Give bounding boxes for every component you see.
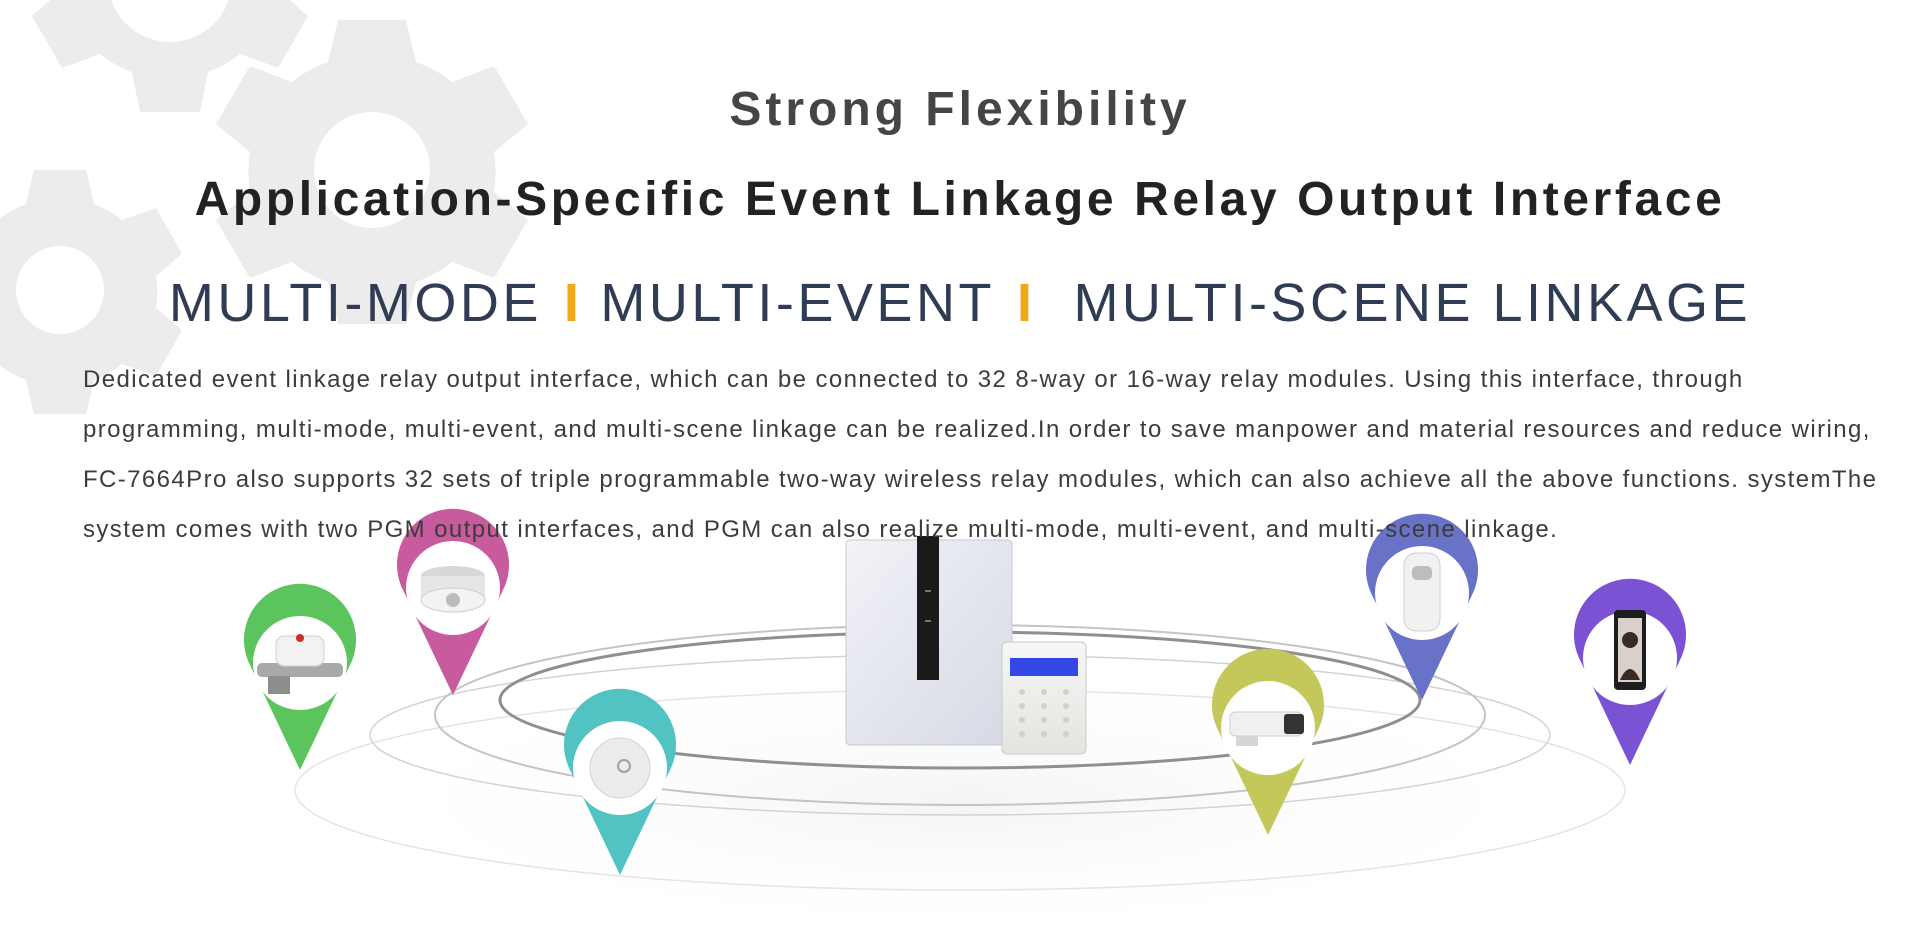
face-terminal-icon xyxy=(1614,610,1646,690)
tagline-separator: I xyxy=(1016,273,1036,333)
page-title: Application-Specific Event Linkage Relay… xyxy=(194,173,1726,226)
gear-icon xyxy=(0,0,528,414)
pin-water-valve xyxy=(244,583,357,770)
camera-icon xyxy=(1229,711,1304,746)
pin-sensor-puck xyxy=(563,688,676,875)
sensor-puck-icon xyxy=(589,737,651,799)
keypad-icon xyxy=(1001,641,1087,755)
section-eyebrow-title: Strong Flexibility xyxy=(729,83,1191,136)
tagline-multi-event: MULTI-EVENT xyxy=(600,273,995,333)
pin-smoke-detector xyxy=(397,508,509,695)
tagline-multi-mode: MULTI-MODE xyxy=(168,273,542,333)
tagline-multi-scene: MULTI-SCENE LINKAGE xyxy=(1073,273,1752,333)
pin-camera xyxy=(1212,648,1324,835)
control-panel-icon xyxy=(845,536,1013,746)
description-paragraph: Dedicated event linkage relay output int… xyxy=(83,366,1878,543)
pir-detector-icon xyxy=(1403,552,1441,632)
smoke-detector-icon xyxy=(420,566,486,613)
pin-pir-detector xyxy=(1365,513,1478,700)
feature-tagline: MULTI-MODE I MULTI-EVENT I MULTI-SCENE LINKA… xyxy=(0,272,1920,334)
water-valve-icon xyxy=(257,634,343,694)
tagline-separator: I xyxy=(563,273,583,333)
pin-face-terminal xyxy=(1573,578,1686,765)
